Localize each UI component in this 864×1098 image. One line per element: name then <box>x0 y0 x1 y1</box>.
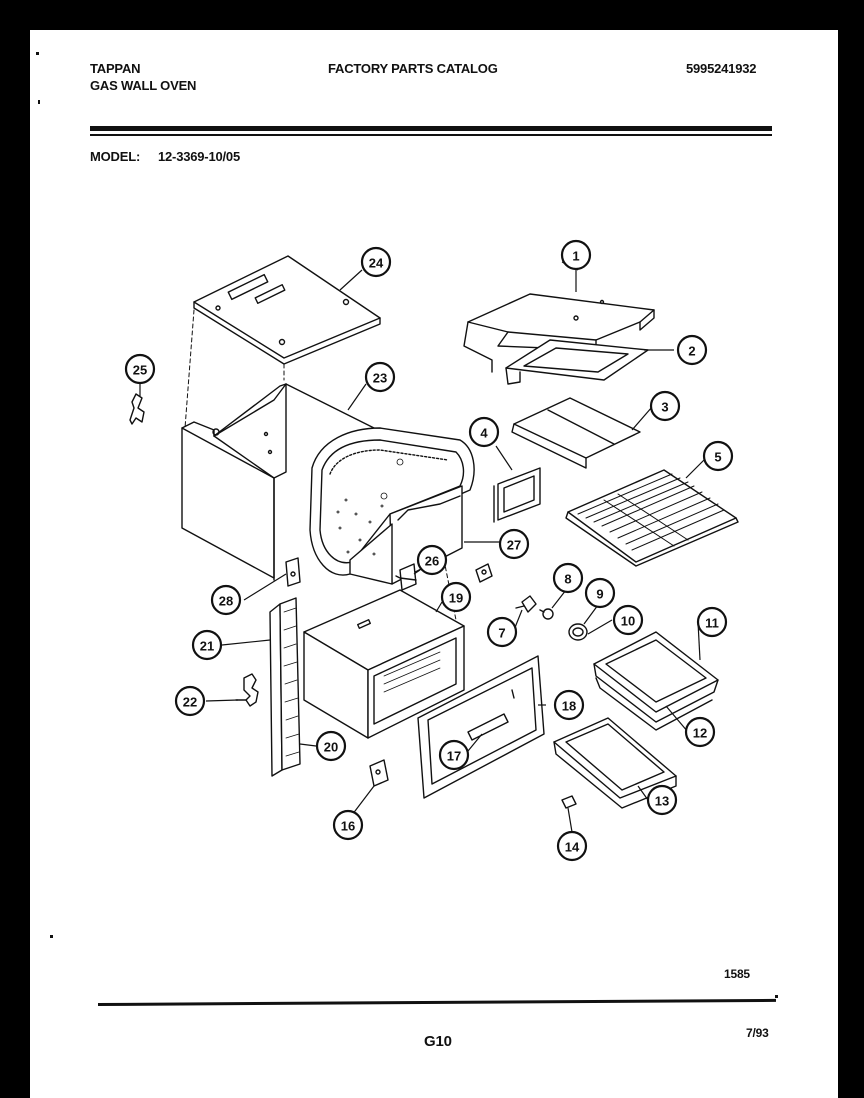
part-7-cap <box>515 595 537 613</box>
callout-23: 23 <box>373 371 387 386</box>
callout-5: 5 <box>714 450 721 465</box>
callout-2: 2 <box>688 344 695 359</box>
part-22-hinge <box>235 673 259 707</box>
part-21-20-rails <box>269 597 301 777</box>
callout-13: 13 <box>655 794 669 809</box>
part-9-10-ring <box>568 623 588 641</box>
oven-liner-assembly <box>309 427 475 585</box>
callout-18: 18 <box>562 699 576 714</box>
callout-27: 27 <box>507 538 521 553</box>
part-19-drawer-box <box>303 589 465 739</box>
callout-19: 19 <box>449 591 463 606</box>
part-26-bracket <box>395 563 417 591</box>
callout-20: 20 <box>324 740 338 755</box>
footer-code: 1585 <box>724 967 750 981</box>
part-3-baffle <box>511 397 641 469</box>
catalog-number: 5995241932 <box>686 61 757 76</box>
callout-3: 3 <box>661 400 668 415</box>
part-24-top-panel <box>193 255 381 365</box>
part-23-side-wrapper <box>181 383 379 581</box>
callout-7: 7 <box>498 626 505 641</box>
callout-26: 26 <box>425 554 439 569</box>
footer-date: 7/93 <box>746 1026 769 1040</box>
scan-speck <box>38 100 40 104</box>
part-5-rack <box>565 469 739 567</box>
part-4-vent <box>493 467 541 523</box>
callout-14: 14 <box>565 840 580 855</box>
footer-page: G10 <box>424 1033 452 1050</box>
scan-speck <box>50 935 53 938</box>
part-small-bracket <box>475 563 493 583</box>
callout-24: 24 <box>369 256 384 271</box>
callout-4: 4 <box>480 426 488 441</box>
brand-name: TAPPAN <box>90 61 141 76</box>
callout-10: 10 <box>621 614 635 629</box>
part-28-clip <box>285 557 301 587</box>
part-14-screw <box>561 795 577 809</box>
callout-1: 1 <box>572 249 579 264</box>
callout-17: 17 <box>447 749 461 764</box>
part-8-part <box>539 608 554 620</box>
callout-25: 25 <box>133 363 147 378</box>
model-number: 12-3369-10/05 <box>158 149 240 164</box>
header-rule-thick <box>90 126 772 131</box>
scan-speck <box>36 52 39 55</box>
callout-12: 12 <box>693 726 707 741</box>
scan-speck <box>775 995 778 998</box>
part-13-pan <box>553 717 677 809</box>
model-label: MODEL: <box>90 149 141 164</box>
callout-28: 28 <box>219 594 233 609</box>
catalog-title: FACTORY PARTS CATALOG <box>328 61 498 76</box>
product-name: GAS WALL OVEN <box>90 78 197 93</box>
part-16-clip <box>369 759 389 787</box>
part-2-frame <box>505 339 649 385</box>
callout-22: 22 <box>183 695 197 710</box>
callout-9: 9 <box>596 587 603 602</box>
part-25-hinge <box>129 393 145 425</box>
callout-11: 11 <box>705 616 719 631</box>
callout-21: 21 <box>200 639 214 654</box>
callout-8: 8 <box>564 572 571 587</box>
header-rule-thin <box>90 134 772 136</box>
part-11-12-broiler-pan <box>593 631 719 731</box>
callout-16: 16 <box>341 819 355 834</box>
